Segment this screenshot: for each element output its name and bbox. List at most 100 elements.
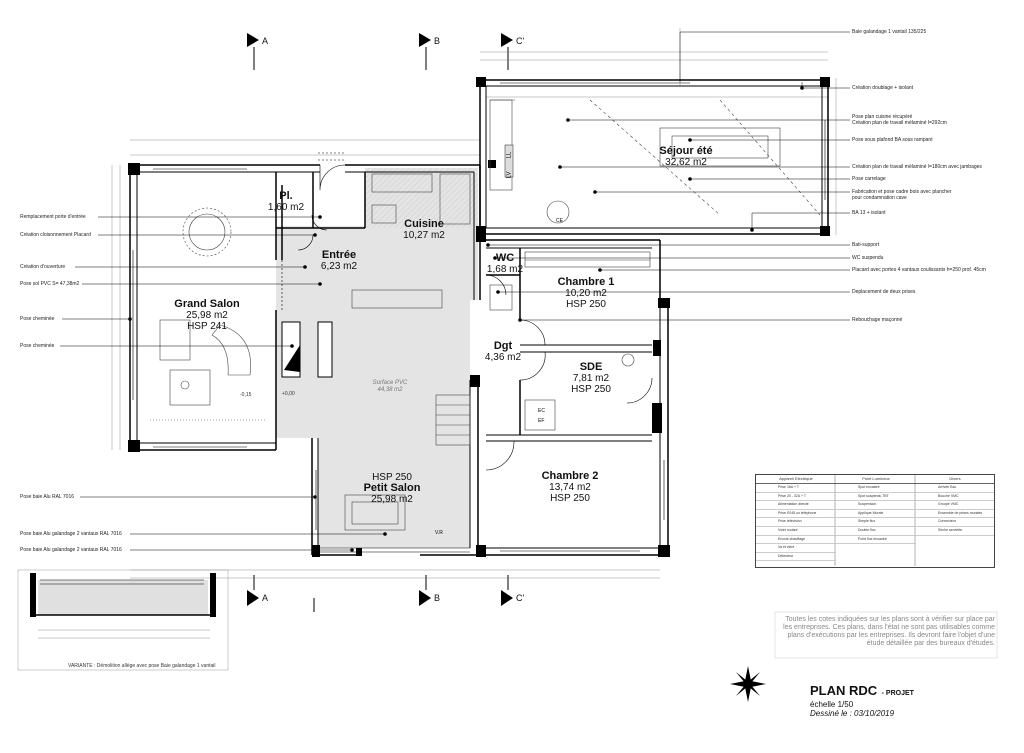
note-right: Bati-support [852,242,879,248]
note-right: Création plan de travail mélaminé l=180c… [852,164,982,170]
legend-item: Double flux [836,527,916,536]
kitchen-furniture [351,173,471,309]
ec-label: EC [538,408,545,414]
note-right: Pose sous plafond BA sous rampant [852,137,933,143]
room-name: Cuisine [404,218,444,230]
opening-dashed [281,152,345,310]
level-marker: -0,15 [240,392,252,398]
compass-rose [730,666,766,702]
room-sejour: Séjour été 32,62 m2 [659,146,712,169]
room-area: 1,68 m2 [486,264,524,275]
stairs [435,394,471,446]
vr-label: V.R [435,530,443,536]
legend-item: Convecteur [916,518,994,527]
room-area: 32,62 m2 [665,157,707,168]
note-right: Pose plan cuisine récupéré [852,114,913,120]
room-name: SDE [579,361,603,373]
windows [40,79,829,585]
variante-note: VARIANTE : Démolition allège avec pose B… [68,663,216,669]
note-right: Création plan de travail mélaminé l=292c… [852,120,947,126]
plan-title: PLAN RDC [810,683,878,698]
level-marker: +0,00 [282,391,295,397]
room-petit-salon: HSP 250 Petit Salon 25,98 m2 [364,472,421,505]
legend-item: Prise 20 - 32A + T [756,493,836,502]
section-markers-bottom [247,575,513,612]
legend-header: Divers [916,475,994,484]
legend-item: Simple flux [836,518,916,527]
legend-item: Prise 16A + T [756,484,836,493]
variante-box [17,569,229,671]
legend-col-electric: Appareil Electrique Prise 16A + T Prise … [756,475,836,567]
room-hsp: HSP 250 [550,493,590,504]
leader-dots-left [128,215,387,552]
section-c-bottom: C' [516,593,525,603]
room-name: WC [495,252,515,264]
note-right: Pose carrelage [852,176,886,182]
legend-grid [834,474,916,566]
note-right: Placard avec portes 4 vantaux coulissant… [852,267,986,273]
section-c-top: C' [516,36,525,46]
ef-label: EF [538,418,545,424]
legend-item: Prise télévision [756,518,836,527]
disclaimer-box [774,611,998,659]
variante-gray [38,580,208,615]
lv-label: LV [506,171,513,179]
plan-date: Dessiné le : 03/10/2019 [810,709,895,718]
room-name: Dgt [493,340,513,352]
sde-furniture [489,284,635,431]
legend-item: Alimentation directe [756,501,836,510]
room-sde: SDE 7,81 m2 HSP 250 [571,361,611,396]
surface-pvc-label: Surface PVC [372,380,408,386]
sejour-furniture [489,99,821,224]
room-wc: WC 1,68 m2 [486,252,524,276]
legend-col-light: Point Lumineux Spot encastré Spot suspen… [836,475,916,567]
note-left: Pose cheminée [20,343,55,349]
note-left: Pose sol PVC S= 47,38m2 [20,281,80,287]
room-name: Petit Salon [363,482,421,494]
room-area: 13,74 m2 [549,482,591,493]
legend-col-misc: Divers Arrivée Eau Bouche VMC Groupe VMC… [916,475,994,567]
legend-item: Applique Murale [836,510,916,519]
legend-item: Va et vient [756,544,836,553]
room-area: 4,36 m2 [484,352,522,363]
room-name: Chambre 1 [557,276,615,288]
note-left: Pose cheminée [20,316,55,322]
note-right: Rebouchage maçonné [852,317,903,323]
legend-item: Point flux encastré [836,536,916,545]
pvc-floor-zone [276,168,478,548]
legend-item: Sèche serviette [916,527,994,536]
room-dgt: Dgt 4,36 m2 [484,340,522,364]
room-area: 7,81 m2 [572,373,610,384]
section-b-top: B [434,36,441,46]
note-right: Fabrication et pose cadre bois avec plan… [852,189,952,195]
legend-item: Prise RJ45 ou téléphone [756,510,836,519]
note-right: pour condamnation cave [852,195,907,201]
room-chambre1: Chambre 1 10,20 m2 HSP 250 [557,276,615,311]
symbol-legend: Appareil Electrique Prise 16A + T Prise … [755,474,995,568]
legend-item: Spot encastré [836,484,916,493]
ll-label: LL [506,151,513,159]
petit-salon-furniture [344,494,406,531]
leader-lines-right [488,31,850,321]
ce-label: CE [556,218,563,224]
section-markers-top [247,33,513,70]
room-hsp: HSP 250 [571,384,611,395]
section-a-bottom: A [262,593,269,603]
legend-header: Appareil Electrique [756,475,836,484]
leader-dots-right [486,86,804,322]
kitchen-hatch [365,168,478,228]
note-right: Création doublage + isolant [852,85,914,91]
room-hsp: HSP 250 [566,299,606,310]
note-right: Deplacement de deux prises [852,289,916,295]
plan-scale: échelle 1/50 [810,700,854,709]
note-left: Pose baie Alu RAL 7016 [20,494,75,500]
room-area: 10,20 m2 [565,288,607,299]
room-chambre2: Chambre 2 13,74 m2 HSP 250 [542,471,599,505]
room-name: Grand Salon [174,298,240,310]
room-hsp: HSP 250 [372,472,412,483]
room-name: Pl. [279,190,293,202]
room-entree: Entrée 6,23 m2 [321,250,357,273]
legend-header: Point Lumineux [836,475,916,484]
grand-salon-furniture [150,207,265,421]
